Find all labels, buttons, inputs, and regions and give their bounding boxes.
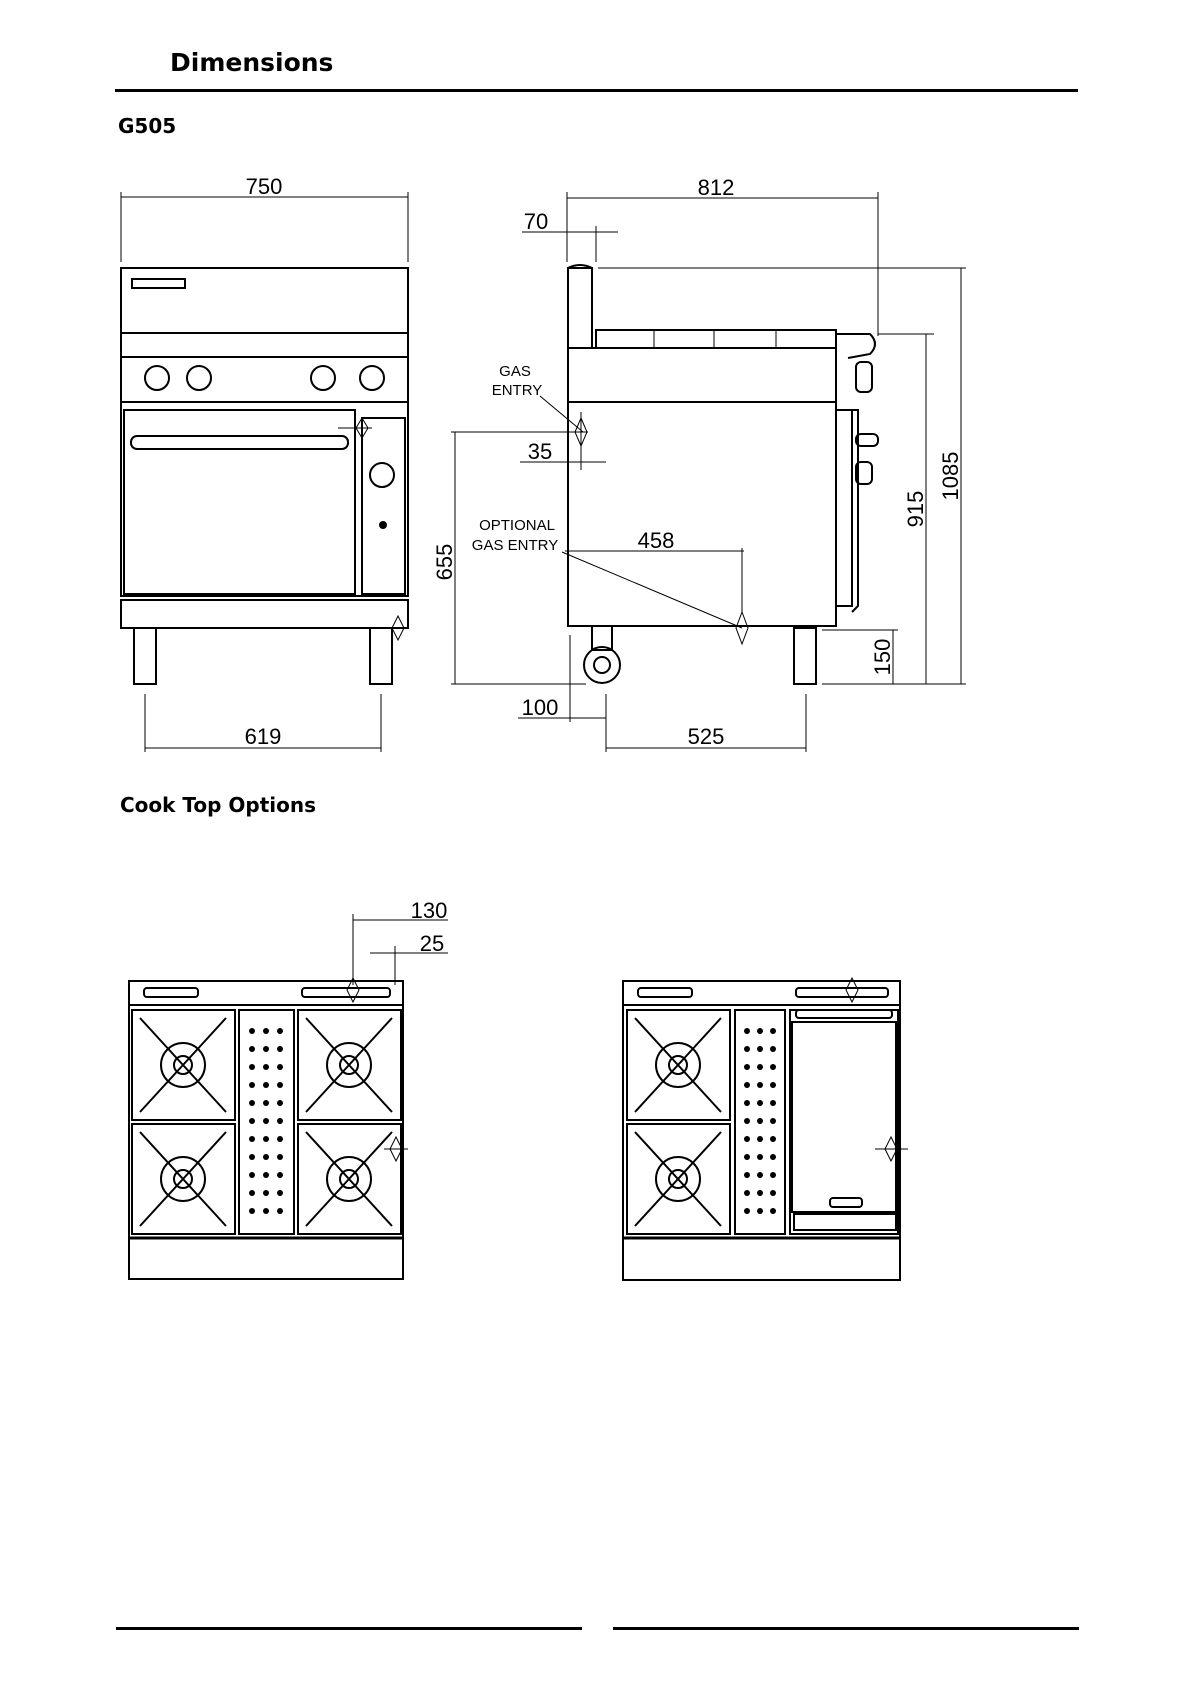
dim-gas-entry-offset: 35 — [528, 439, 552, 464]
footer-rule-left — [116, 1627, 582, 1630]
dim-width-overall: 750 — [246, 174, 283, 199]
dim-leg-height: 150 — [870, 639, 895, 676]
optional-gas-label-line1: OPTIONAL — [479, 517, 555, 534]
dim-height-gas: 655 — [432, 544, 457, 581]
dim-depth-overall: 812 — [698, 175, 735, 200]
optional-gas-label-line2: GAS ENTRY — [472, 537, 558, 554]
gas-entry-label-line1: GAS — [499, 363, 531, 380]
dim-width-legs: 619 — [245, 724, 282, 749]
dim-cooktop-offset-outer: 130 — [411, 898, 448, 923]
dim-work-height: 915 — [903, 491, 928, 528]
dim-wheel-offset: 100 — [522, 695, 559, 720]
dim-splash-offset: 70 — [524, 209, 548, 234]
cooktop-four-burner: 130 25 — [129, 898, 448, 1279]
gas-entry-label-line2: ENTRY — [492, 382, 543, 399]
side-view: 812 70 GAS ENTRY 35 O — [472, 175, 966, 752]
cooktop-two-burner-griddle — [623, 978, 908, 1280]
front-view: 750 619 655 — [121, 174, 588, 752]
footer-rule-right — [613, 1627, 1079, 1630]
dim-optional-gas-offset: 458 — [638, 528, 675, 553]
dim-leg-spacing: 525 — [688, 724, 725, 749]
dim-total-height: 1085 — [938, 452, 963, 501]
dim-cooktop-offset-inner: 25 — [420, 931, 444, 956]
